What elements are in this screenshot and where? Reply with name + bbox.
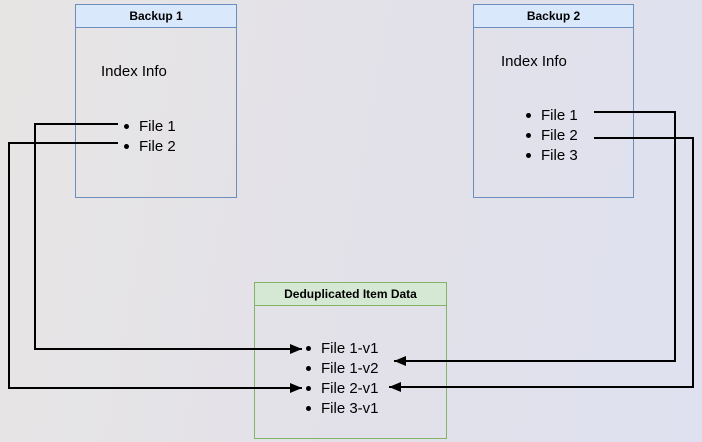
list-item: File 2-v1 [300, 378, 379, 398]
backup-1-box: Backup 1 [75, 4, 237, 198]
backup-2-box: Backup 2 [473, 4, 634, 198]
backup-1-file-list: File 1 File 2 [118, 116, 176, 156]
backup-2-title: Backup 2 [474, 5, 633, 28]
bullet-icon [306, 385, 311, 391]
list-item-label: File 2 [541, 126, 578, 144]
list-item-label: File 1 [139, 117, 176, 135]
bullet-icon [526, 152, 531, 158]
bullet-icon [124, 143, 129, 149]
bullet-icon [526, 112, 531, 118]
list-item-label: File 1-v2 [321, 359, 379, 377]
list-item: File 2 [520, 125, 578, 145]
list-item-label: File 3 [541, 146, 578, 164]
list-item: File 1 [520, 105, 578, 125]
bullet-icon [526, 132, 531, 138]
list-item: File 3 [520, 145, 578, 165]
backup-1-title: Backup 1 [76, 5, 236, 28]
backup-1-index-info-label: Index Info [101, 63, 167, 80]
list-item-label: File 2-v1 [321, 379, 379, 397]
list-item-label: File 1 [541, 106, 578, 124]
list-item: File 2 [118, 136, 176, 156]
list-item-label: File 1-v1 [321, 339, 379, 357]
bullet-icon [306, 405, 311, 411]
backup-2-file-list: File 1 File 2 File 3 [520, 105, 578, 165]
bullet-icon [306, 365, 311, 371]
backup-2-index-info-label: Index Info [501, 53, 567, 70]
bullet-icon [306, 345, 311, 351]
list-item: File 1 [118, 116, 176, 136]
deduplicated-item-data-title: Deduplicated Item Data [255, 283, 446, 306]
list-item: File 3-v1 [300, 398, 379, 418]
list-item: File 1-v1 [300, 338, 379, 358]
list-item-label: File 2 [139, 137, 176, 155]
list-item: File 1-v2 [300, 358, 379, 378]
list-item-label: File 3-v1 [321, 399, 379, 417]
bullet-icon [124, 123, 129, 129]
